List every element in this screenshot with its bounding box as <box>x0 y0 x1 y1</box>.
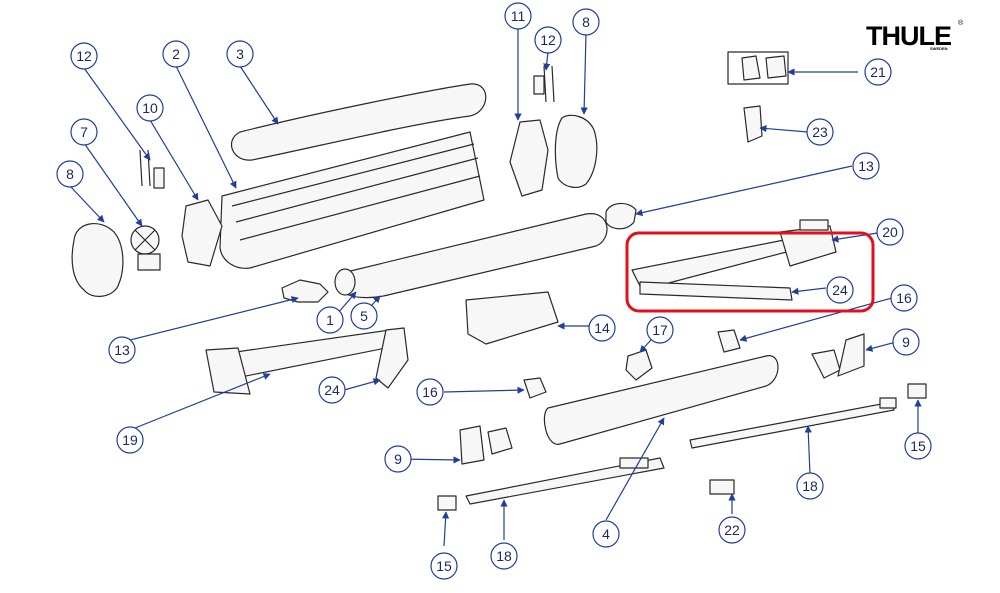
callout-circle <box>588 314 616 342</box>
callout-circle <box>108 336 136 364</box>
callout-number: 23 <box>812 124 828 140</box>
callout-number: 16 <box>896 290 912 306</box>
callout-number: 7 <box>80 124 88 140</box>
part-small-clip <box>709 479 735 495</box>
highlight-frame <box>625 231 875 313</box>
callout-circle <box>796 472 824 500</box>
callout-circle <box>416 378 444 406</box>
callout-circle <box>162 40 190 68</box>
callout-circle <box>892 328 920 356</box>
callout-number: 12 <box>540 32 556 48</box>
callout-circle <box>572 8 600 36</box>
part-support-leg-right <box>689 397 897 449</box>
callout-number: 10 <box>142 100 158 116</box>
callout-number: 4 <box>602 526 610 542</box>
callout-circle <box>116 426 144 454</box>
callout-circle <box>70 118 98 146</box>
callout-number: 13 <box>858 158 874 174</box>
part-front-bar <box>543 355 779 445</box>
callout-number: 1 <box>326 312 334 328</box>
callout-number: 15 <box>910 438 926 454</box>
callout-number: 8 <box>582 14 590 30</box>
callout-circle <box>430 552 458 580</box>
callout-number: 11 <box>511 8 526 24</box>
callout-number: 21 <box>870 64 886 80</box>
callout-circle <box>826 276 854 304</box>
part-cover-top <box>230 83 487 161</box>
part-end-bracket-left <box>459 425 513 465</box>
part-foot-left <box>437 495 457 511</box>
callout-number: 5 <box>360 308 368 324</box>
callout-number: 13 <box>114 342 130 358</box>
callout-number: 18 <box>496 548 512 564</box>
callout-circle <box>490 542 518 570</box>
callout-circle <box>646 316 674 344</box>
part-support-leg-left <box>465 457 665 505</box>
callout-number: 16 <box>422 384 438 400</box>
callout-number: 24 <box>832 282 848 298</box>
callout-circle <box>318 376 346 404</box>
part-right-arm <box>631 219 837 301</box>
part-left-bracket <box>181 199 223 267</box>
callout-number: 2 <box>172 46 180 62</box>
callout-number: 15 <box>436 558 452 574</box>
callout-circle <box>384 445 412 473</box>
part-end-plug <box>130 225 161 271</box>
part-left-arm <box>205 327 409 395</box>
part-end-cover-right <box>554 114 598 188</box>
callout-number: 22 <box>724 522 740 538</box>
part-spring-right <box>533 65 555 103</box>
part-mount-rail <box>465 291 559 345</box>
callout-number: 3 <box>236 46 244 62</box>
part-21-kit <box>727 51 789 85</box>
part-main-profile <box>219 131 485 269</box>
part-foot-right <box>907 383 927 399</box>
callout-number: 9 <box>394 451 402 467</box>
part-clip-left <box>523 377 547 399</box>
callout-number: 20 <box>882 224 898 240</box>
thule-logo: THULE <box>866 21 952 51</box>
callout-circle <box>504 2 532 30</box>
callout-number: 19 <box>122 432 138 448</box>
logo-tagline: SWEDEN <box>930 46 948 51</box>
callout-circle <box>890 284 918 312</box>
callout-number: 9 <box>902 334 910 350</box>
part-hook <box>625 349 653 381</box>
callout-number: 17 <box>652 322 668 338</box>
part-end-cover-left <box>71 223 124 297</box>
callout-circle <box>806 118 834 146</box>
registered-mark: ® <box>958 20 964 27</box>
callout-circle <box>226 40 254 68</box>
callout-circle <box>718 516 746 544</box>
callout-number: 8 <box>66 166 74 182</box>
callout-circle <box>350 302 378 330</box>
callout-number: 12 <box>76 48 92 64</box>
callout-circle <box>136 94 164 122</box>
callout-circle <box>316 306 344 334</box>
callout-circle <box>56 160 84 188</box>
callout-number: 18 <box>802 478 818 494</box>
callout-circle <box>592 520 620 548</box>
part-clip-right <box>717 329 741 353</box>
callout-circle <box>864 58 892 86</box>
callout-number: 24 <box>324 382 340 398</box>
part-spring-left <box>139 149 165 189</box>
part-end-bracket-right <box>811 333 865 379</box>
part-23-bracket <box>743 105 763 143</box>
callout-circle <box>904 432 932 460</box>
callout-circle <box>70 42 98 70</box>
callout-number: 14 <box>594 320 610 336</box>
callout-circle <box>876 218 904 246</box>
part-right-bracket <box>509 119 549 197</box>
part-end-cap-left <box>281 279 329 303</box>
callout-circle <box>852 152 880 180</box>
part-end-cap-right <box>605 202 637 230</box>
callout-circle <box>534 26 562 54</box>
